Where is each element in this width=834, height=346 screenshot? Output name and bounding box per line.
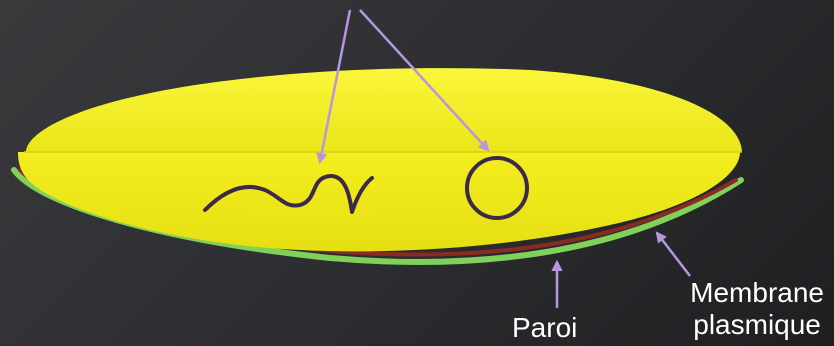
arrow-to-membrane [655, 231, 691, 277]
arrow-to-plasmid [359, 9, 490, 152]
cytoplasm-lower [18, 152, 740, 252]
plasmid-circle [465, 156, 529, 220]
label-membrane-line1: Membrane [690, 277, 824, 308]
cytoplasm-upper [26, 68, 742, 152]
label-paroi: Paroi [512, 312, 578, 343]
arrow-to-chromosome [316, 9, 352, 165]
label-membrane-line2: plasmique [693, 309, 821, 340]
label-membrane-plasmique: Membrane plasmique [690, 277, 824, 341]
chromosome-dna [203, 174, 374, 214]
